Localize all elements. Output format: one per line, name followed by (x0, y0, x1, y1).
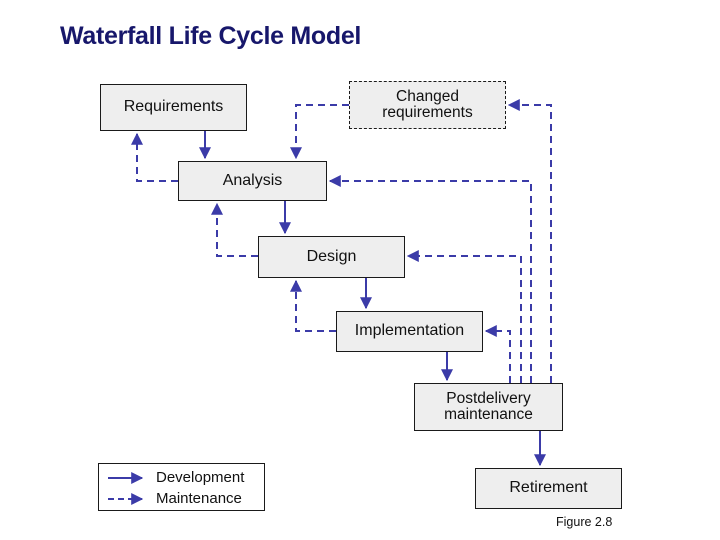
node-requirements[interactable]: Requirements (100, 84, 247, 131)
edge-analysis-to-requirements (131, 132, 178, 182)
legend-label-maintenance: Maintenance (156, 490, 242, 507)
page-title: Waterfall Life Cycle Model (60, 22, 362, 50)
node-design[interactable]: Design (258, 236, 405, 278)
node-retirement[interactable]: Retirement (475, 468, 622, 509)
node-changed-requirements[interactable]: Changed requirements (349, 81, 506, 129)
node-analysis[interactable]: Analysis (178, 161, 327, 201)
edge-implementation-to-design (290, 279, 336, 332)
legend-row-development: Development (99, 467, 264, 488)
node-changed-requirements-label: Changed requirements (382, 87, 473, 121)
figure-caption: Figure 2.8 (556, 515, 613, 529)
edge-design-to-analysis (211, 202, 258, 257)
edge-postdelivery-to-implementation (484, 325, 511, 383)
node-postdelivery-maintenance[interactable]: Postdelivery maintenance (414, 383, 563, 431)
legend: Development Maintenance (98, 463, 265, 511)
node-requirements-label: Requirements (123, 98, 224, 116)
edge-postdelivery-to-analysis (328, 175, 532, 383)
edge-postdelivery-to-changed-requirements (507, 99, 552, 383)
legend-row-maintenance: Maintenance (99, 488, 264, 509)
dashed-arrow-icon (106, 492, 152, 506)
solid-arrow-icon (106, 471, 152, 485)
legend-label-development: Development (156, 469, 245, 486)
node-design-label: Design (306, 247, 357, 265)
edge-postdelivery-to-design (406, 250, 522, 383)
edge-changed-requirements-to-analysis (290, 104, 349, 160)
node-analysis-label: Analysis (222, 171, 283, 189)
node-implementation[interactable]: Implementation (336, 311, 483, 352)
node-implementation-label: Implementation (354, 322, 465, 340)
node-retirement-label: Retirement (509, 479, 588, 497)
node-postdelivery-maintenance-label: Postdelivery maintenance (444, 389, 533, 423)
